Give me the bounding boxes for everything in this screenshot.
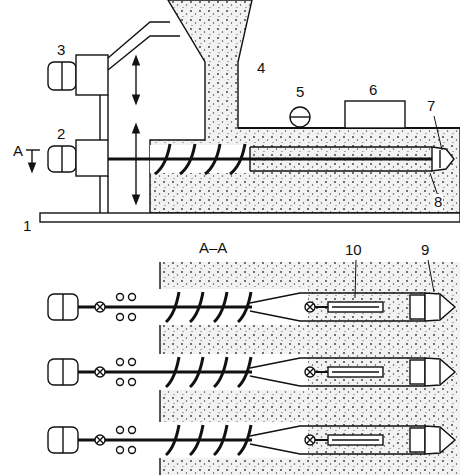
callout-number: 7 xyxy=(426,98,436,114)
bearing xyxy=(117,359,124,366)
window-line xyxy=(332,439,379,440)
coupling xyxy=(95,367,105,377)
joint xyxy=(305,435,315,445)
bit-line xyxy=(439,295,440,319)
auger-flight xyxy=(180,144,195,174)
bit-line xyxy=(439,428,440,452)
casing xyxy=(250,358,425,386)
bearing xyxy=(117,447,124,454)
bit-line xyxy=(439,360,440,384)
drill-bit xyxy=(425,426,455,454)
joint xyxy=(305,367,315,377)
auger-flight xyxy=(190,357,203,387)
bearing xyxy=(117,294,124,301)
motor xyxy=(48,427,78,453)
bearing-block xyxy=(410,360,425,384)
motor-line xyxy=(62,359,63,385)
coupling-cross xyxy=(97,304,104,311)
callout-number: 10 xyxy=(344,242,363,258)
window xyxy=(328,435,383,445)
bearing xyxy=(129,447,136,454)
joint xyxy=(305,302,315,312)
casing xyxy=(250,293,425,321)
callout-number: 2 xyxy=(56,126,66,142)
bearing-block xyxy=(410,295,425,319)
callout-number: 8 xyxy=(433,194,443,210)
section-mark: A xyxy=(12,143,24,159)
motor xyxy=(48,294,78,320)
auger-flight xyxy=(155,144,170,174)
coupling-cross xyxy=(97,369,104,376)
window-line xyxy=(332,306,379,307)
callout-number: 3 xyxy=(56,42,66,58)
rod xyxy=(315,306,328,308)
auger-rows xyxy=(48,289,455,458)
auger-flight xyxy=(166,292,179,322)
auger-flight xyxy=(214,425,227,455)
auger-flights xyxy=(155,144,245,174)
auger-flight xyxy=(238,425,251,455)
window xyxy=(328,367,383,377)
bearing xyxy=(129,294,136,301)
window xyxy=(328,302,383,312)
callout-number: 9 xyxy=(420,242,430,258)
bearing-block xyxy=(410,428,425,452)
bearing xyxy=(117,314,124,321)
bearing xyxy=(129,359,136,366)
auger-flight xyxy=(214,292,227,322)
callout-number: 4 xyxy=(256,60,266,76)
rod xyxy=(315,439,328,441)
motor-line xyxy=(62,427,63,453)
window-line xyxy=(332,371,379,372)
coupling xyxy=(95,302,105,312)
motor-line xyxy=(62,294,63,320)
auger-flight xyxy=(190,292,203,322)
auger-flight xyxy=(238,357,251,387)
joint-cross xyxy=(307,437,314,444)
auger-flight xyxy=(166,357,179,387)
joint-cross xyxy=(307,304,314,311)
bearing xyxy=(117,427,124,434)
joint-cross xyxy=(307,369,314,376)
casing xyxy=(250,426,425,454)
auger-flight xyxy=(230,144,245,174)
coupling xyxy=(95,435,105,445)
section-label: A–A xyxy=(198,240,228,256)
motor xyxy=(48,359,78,385)
auger-flight xyxy=(238,292,251,322)
callout-number: 6 xyxy=(368,82,378,98)
auger-flight xyxy=(214,357,227,387)
callout-number: 5 xyxy=(295,84,305,100)
bearing xyxy=(129,427,136,434)
coupling-cross xyxy=(97,437,104,444)
bearing xyxy=(129,379,136,386)
callout-number: 1 xyxy=(22,218,32,234)
auger-flight xyxy=(190,425,203,455)
rod xyxy=(315,371,328,373)
bearing xyxy=(117,379,124,386)
auger-flight xyxy=(205,144,220,174)
auger-flight xyxy=(166,425,179,455)
bearing xyxy=(129,314,136,321)
drill-bit xyxy=(425,358,455,386)
drill-bit xyxy=(425,293,455,321)
